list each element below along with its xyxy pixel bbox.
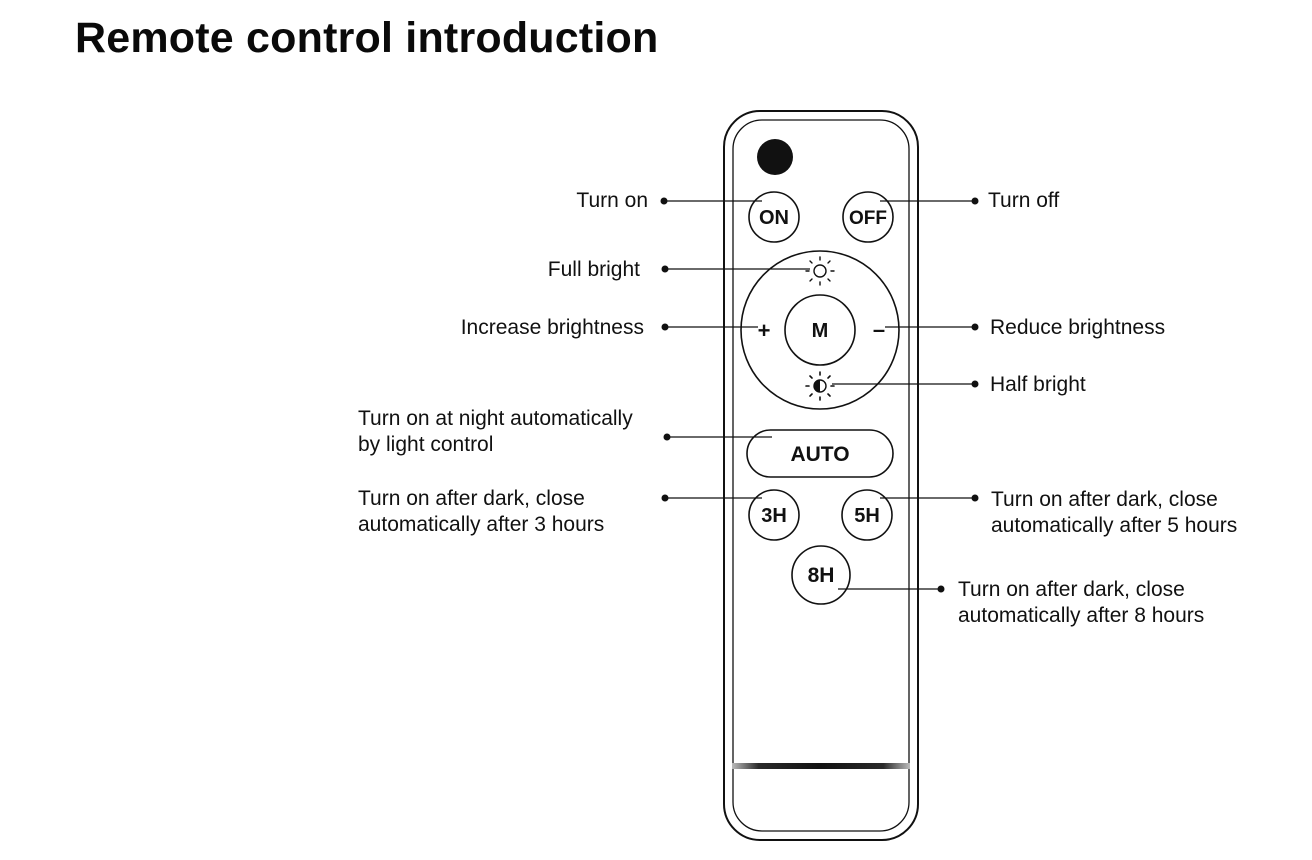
label-turn-off: Turn off bbox=[988, 189, 1059, 212]
timer-3h-label: 3H bbox=[761, 505, 787, 527]
timer-8h-button[interactable]: 8H bbox=[791, 545, 851, 605]
off-button-label: OFF bbox=[849, 208, 887, 229]
mode-button-label: M bbox=[812, 320, 829, 342]
page-title: Remote control introduction bbox=[75, 14, 659, 62]
label-8h-line1: Turn on after dark, close bbox=[958, 578, 1185, 601]
sun-half-icon[interactable] bbox=[805, 371, 835, 401]
on-button[interactable]: ON bbox=[748, 191, 800, 243]
bottom-groove bbox=[732, 763, 910, 769]
callout-lines bbox=[660, 197, 979, 593]
increase-brightness-button[interactable]: + bbox=[758, 318, 771, 343]
label-auto-line1: Turn on at night automatically bbox=[358, 407, 633, 430]
label-auto-line2: by light control bbox=[358, 433, 493, 456]
auto-button[interactable]: AUTO bbox=[746, 429, 894, 478]
label-5h-line2: automatically after 5 hours bbox=[991, 514, 1237, 537]
timer-8h-label: 8H bbox=[808, 564, 835, 587]
timer-5h-button[interactable]: 5H bbox=[841, 489, 893, 541]
label-half-bright: Half bright bbox=[990, 373, 1086, 396]
label-3h-line1: Turn on after dark, close bbox=[358, 487, 585, 510]
sun-outline-icon[interactable] bbox=[805, 256, 835, 286]
ir-sensor-dot bbox=[757, 139, 793, 175]
label-3h-line2: automatically after 3 hours bbox=[358, 513, 604, 536]
auto-button-label: AUTO bbox=[790, 443, 849, 466]
label-8h-line2: automatically after 8 hours bbox=[958, 604, 1204, 627]
label-5h-line1: Turn on after dark, close bbox=[991, 488, 1218, 511]
reduce-brightness-button[interactable]: – bbox=[873, 317, 885, 342]
off-button[interactable]: OFF bbox=[842, 191, 894, 243]
timer-5h-label: 5H bbox=[854, 505, 880, 527]
label-increase-brightness: Increase brightness bbox=[461, 316, 644, 339]
label-full-bright: Full bright bbox=[548, 258, 640, 281]
on-button-label: ON bbox=[759, 207, 789, 229]
label-turn-on: Turn on bbox=[576, 189, 648, 212]
timer-3h-button[interactable]: 3H bbox=[748, 489, 800, 541]
mode-button[interactable]: M bbox=[784, 294, 856, 366]
label-reduce-brightness: Reduce brightness bbox=[990, 316, 1165, 339]
